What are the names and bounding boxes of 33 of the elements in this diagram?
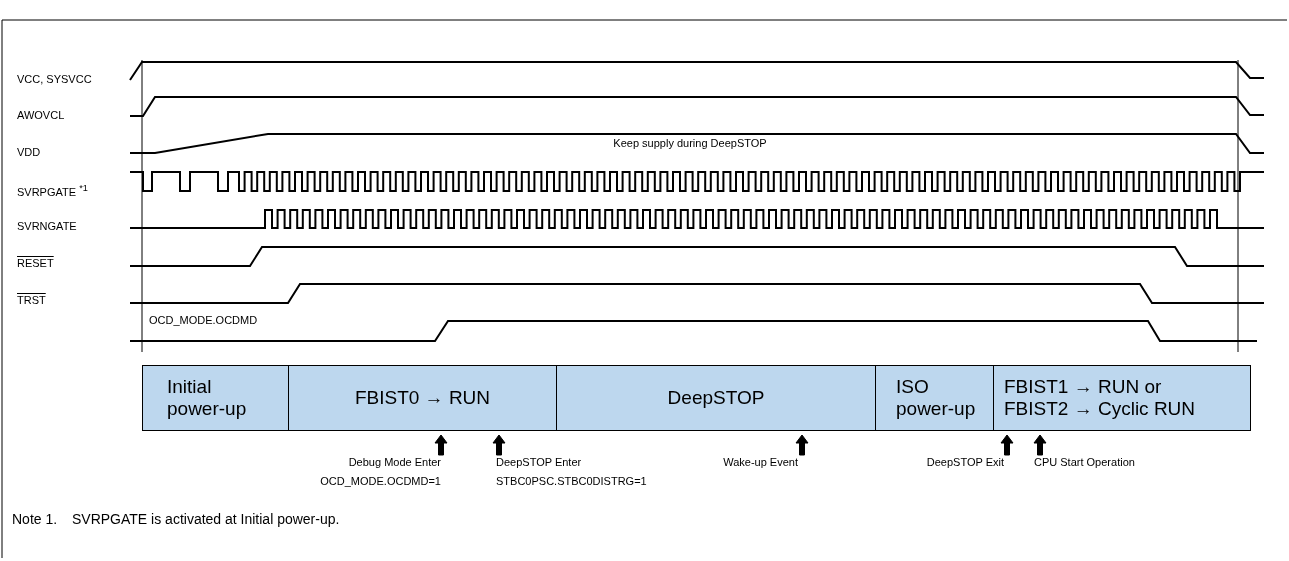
event-label: DeepSTOP Enter <box>496 456 583 469</box>
event-label: Wake-up Event <box>723 456 798 469</box>
note-text: SVRPGATE is activated at Initial power-up. <box>72 512 340 528</box>
signal-name: OCD_MODE.OCDMD <box>149 314 258 327</box>
phase-box <box>288 365 557 431</box>
note-text: Keep supply during DeepSTOP <box>613 137 767 150</box>
event-label: OCD_MODE.OCDMD=1 <box>320 475 441 488</box>
event-label: STBC0PSC.STBC0DISTRG=1 <box>496 475 647 488</box>
event-label: CPU Start Operation <box>1034 456 1135 469</box>
phase-box <box>993 365 1251 431</box>
phase-box <box>875 365 994 431</box>
event-label: DeepSTOP Exit <box>926 456 1004 469</box>
signal-name: RESET <box>17 257 54 270</box>
phase-box <box>556 365 876 431</box>
signal-name: SVRNGATE <box>17 220 77 233</box>
event-arrow <box>1033 434 1047 456</box>
event-arrow <box>492 434 506 456</box>
signal-name: TRST <box>17 294 46 307</box>
phase-label: FBIST1 → RUN or FBIST2 → Cyclic RUN <box>1004 376 1197 420</box>
phase-label: FBIST0 → RUN <box>354 387 491 409</box>
event-arrow <box>434 434 448 456</box>
event-arrow <box>1000 434 1014 456</box>
note-number: Note 1. <box>12 512 58 528</box>
phase-box <box>142 365 289 431</box>
phase-label: DeepSTOP <box>667 387 765 409</box>
event-arrow <box>795 434 809 456</box>
phase-label: Initial power-up <box>167 376 248 420</box>
signal-name: VCC, SYSVCC <box>17 73 92 86</box>
signal-name: SVRPGATE $^{*1}$ <box>17 183 88 198</box>
signal-name: AWOVCL <box>17 109 65 122</box>
signal-name: VDD <box>17 146 41 159</box>
event-label: Debug Mode Enter <box>347 456 441 469</box>
phase-label: ISO power-up <box>896 376 977 420</box>
